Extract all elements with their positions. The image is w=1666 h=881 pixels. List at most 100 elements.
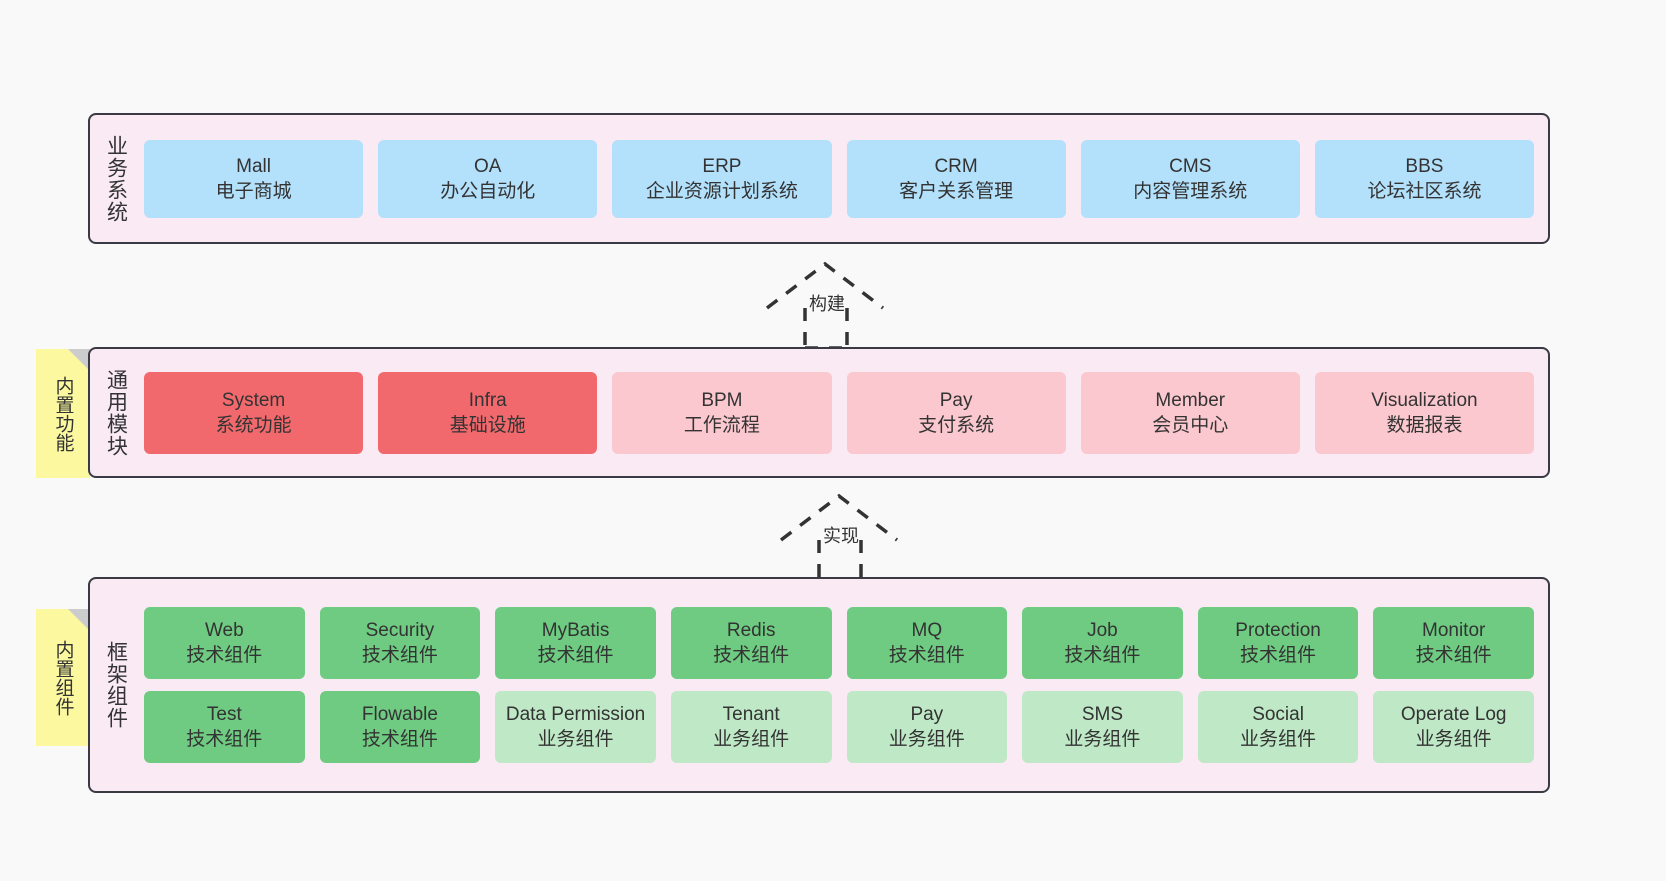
layer-common-module: 通用模块 System 系统功能 Infra 基础设施 BPM 工作流程 Pay…	[88, 347, 1550, 478]
card-title: Web	[204, 620, 244, 641]
layer-body-business-system: Mall 电子商城 OA 办公自动化 ERP 企业资源计划系统 CRM 客户关系…	[142, 115, 1548, 242]
connector-build: 构建	[757, 260, 957, 350]
card-subtitle: 基础设施	[449, 414, 526, 436]
layer-body-framework-component: Web 技术组件 Security 技术组件 MyBatis 技术组件 Redi…	[142, 579, 1548, 791]
card-title: Tenant	[722, 704, 780, 725]
connector-implement: 实现	[771, 492, 971, 582]
card-subtitle: 电子商城	[215, 180, 292, 202]
card-subtitle: 论坛社区系统	[1367, 180, 1482, 202]
card-subtitle: 企业资源计划系统	[645, 180, 798, 202]
card-subtitle: 技术组件	[361, 729, 438, 750]
card-mall[interactable]: Mall 电子商城	[144, 139, 364, 218]
card-subtitle: 办公自动化	[440, 180, 536, 202]
card-title: Pay	[939, 389, 973, 411]
card-subtitle: 技术组件	[713, 645, 790, 666]
card-subtitle: 业务组件	[537, 729, 614, 750]
card-subtitle: 技术组件	[888, 645, 965, 666]
card-data-permission[interactable]: Data Permission 业务组件	[495, 691, 656, 763]
card-subtitle: 技术组件	[1064, 645, 1141, 666]
card-bpm[interactable]: BPM 工作流程	[612, 371, 832, 454]
card-subtitle: 系统功能	[215, 414, 292, 436]
card-title: Redis	[726, 620, 776, 641]
connector-build-arrow	[765, 261, 885, 350]
card-subtitle: 技术组件	[1415, 645, 1492, 666]
note-label: 内置功能	[52, 375, 74, 452]
card-subtitle: 业务组件	[713, 729, 790, 750]
card-title: Monitor	[1422, 620, 1486, 641]
card-infra[interactable]: Infra 基础设施	[378, 371, 598, 454]
card-crm[interactable]: CRM 客户关系管理	[846, 139, 1066, 218]
card-title: Job	[1087, 620, 1118, 641]
card-cms[interactable]: CMS 内容管理系统	[1080, 139, 1300, 218]
card-test[interactable]: Test 技术组件	[144, 691, 305, 763]
card-title: SMS	[1081, 704, 1124, 725]
card-subtitle: 数据报表	[1386, 414, 1463, 436]
card-subtitle: 内容管理系统	[1133, 180, 1248, 202]
card-subtitle: 业务组件	[888, 729, 965, 750]
framework-row-tech: Web 技术组件 Security 技术组件 MyBatis 技术组件 Redi…	[144, 607, 1534, 679]
card-subtitle: 技术组件	[186, 645, 263, 666]
card-security[interactable]: Security 技术组件	[319, 607, 481, 679]
note-label: 内置组件	[52, 639, 74, 716]
card-member[interactable]: Member 会员中心	[1080, 371, 1300, 454]
card-sms[interactable]: SMS 业务组件	[1022, 691, 1183, 763]
framework-row-business: Test 技术组件 Flowable 技术组件 Data Permission …	[144, 691, 1534, 763]
card-title: CRM	[934, 155, 978, 177]
card-system[interactable]: System 系统功能	[144, 371, 364, 454]
card-subtitle: 业务组件	[1064, 729, 1141, 750]
card-title: Flowable	[361, 704, 438, 725]
card-flowable[interactable]: Flowable 技术组件	[319, 691, 481, 763]
card-mybatis[interactable]: MyBatis 技术组件	[495, 607, 656, 679]
card-mq[interactable]: MQ 技术组件	[846, 607, 1008, 679]
card-bbs[interactable]: BBS 论坛社区系统	[1314, 139, 1535, 218]
card-subtitle: 工作流程	[683, 414, 760, 436]
card-title: Protection	[1235, 620, 1321, 641]
layer-body-common-module: System 系统功能 Infra 基础设施 BPM 工作流程 Pay 支付系统…	[142, 349, 1548, 476]
card-title: OA	[474, 155, 502, 177]
card-monitor[interactable]: Monitor 技术组件	[1373, 607, 1534, 679]
connector-implement-arrow	[779, 493, 899, 582]
card-erp[interactable]: ERP 企业资源计划系统	[612, 139, 832, 218]
card-protection[interactable]: Protection 技术组件	[1197, 607, 1359, 679]
note-fold-corner-icon	[68, 609, 90, 631]
card-visualization[interactable]: Visualization 数据报表	[1314, 371, 1535, 454]
card-title: Security	[365, 620, 435, 641]
card-subtitle: 支付系统	[918, 414, 995, 436]
card-title: System	[221, 389, 286, 411]
connector-implement-label: 实现	[823, 526, 859, 546]
layer-business-system: 业务系统 Mall 电子商城 OA 办公自动化 ERP 企业资源计划系统 CRM…	[88, 113, 1550, 244]
card-social[interactable]: Social 业务组件	[1197, 691, 1359, 763]
note-fold-corner-icon	[68, 349, 90, 371]
card-operate-log[interactable]: Operate Log 业务组件	[1373, 691, 1534, 763]
note-builtin-function: 内置功能	[36, 349, 90, 478]
card-title: Social	[1252, 704, 1304, 725]
card-subtitle: 客户关系管理	[899, 180, 1014, 202]
card-title: MQ	[911, 620, 943, 641]
card-subtitle: 会员中心	[1152, 414, 1229, 436]
card-oa[interactable]: OA 办公自动化	[378, 139, 598, 218]
card-job[interactable]: Job 技术组件	[1022, 607, 1183, 679]
card-title: Pay	[910, 704, 944, 725]
connector-build-label: 构建	[809, 294, 845, 314]
card-title: Visualization	[1371, 389, 1478, 411]
card-subtitle: 技术组件	[361, 645, 438, 666]
card-pay[interactable]: Pay 支付系统	[846, 371, 1066, 454]
card-subtitle: 业务组件	[1240, 729, 1317, 750]
card-redis[interactable]: Redis 技术组件	[670, 607, 832, 679]
card-title: BPM	[701, 389, 743, 411]
card-subtitle: 技术组件	[186, 729, 263, 750]
card-pay-component[interactable]: Pay 业务组件	[846, 691, 1008, 763]
card-title: Data Permission	[505, 704, 646, 725]
card-subtitle: 技术组件	[1240, 645, 1317, 666]
card-tenant[interactable]: Tenant 业务组件	[670, 691, 832, 763]
card-subtitle: 业务组件	[1415, 729, 1492, 750]
card-title: Mall	[236, 155, 271, 177]
note-builtin-component: 内置组件	[36, 609, 90, 746]
card-title: Operate Log	[1400, 704, 1507, 725]
card-title: MyBatis	[541, 620, 610, 641]
card-title: CMS	[1169, 155, 1212, 177]
card-web[interactable]: Web 技术组件	[144, 607, 305, 679]
layer-title-common-module: 通用模块	[104, 368, 128, 457]
card-title: BBS	[1405, 155, 1444, 177]
card-title: Test	[206, 704, 242, 725]
